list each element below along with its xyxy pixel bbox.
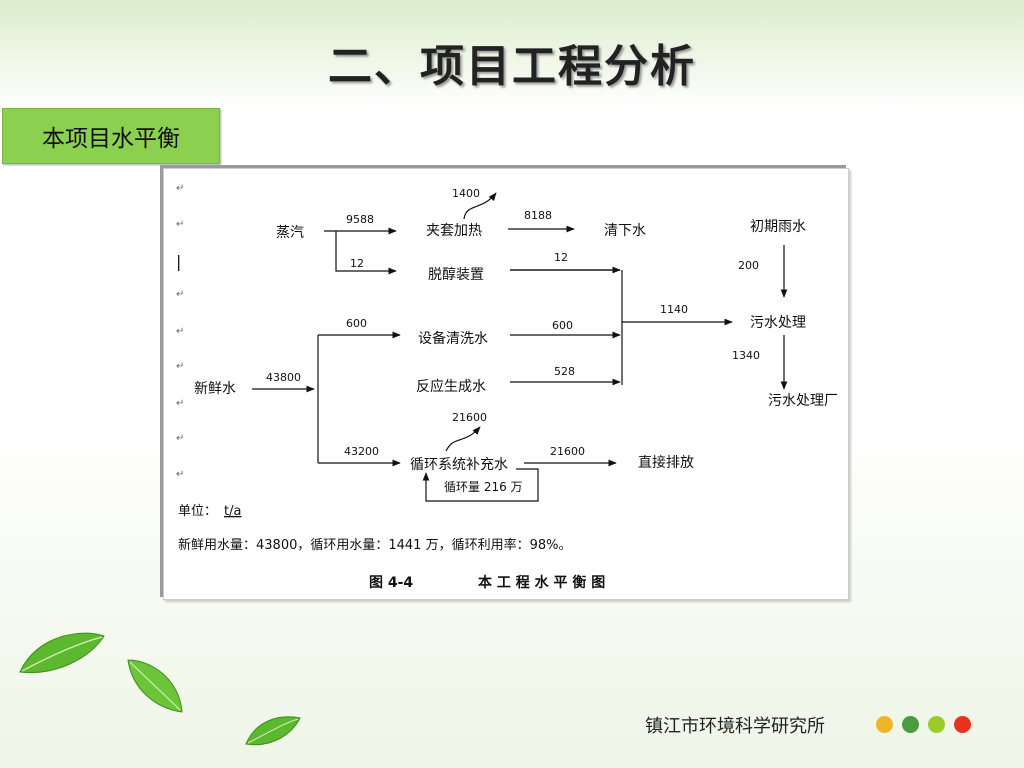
footer-organization: 镇江市环境科学研究所 — [645, 716, 825, 737]
paragraph-mark: ↵ — [176, 289, 184, 300]
paragraph-mark: ↵ — [176, 219, 184, 230]
flow-merge-to-treatment: 1140 — [660, 303, 688, 316]
flow-steam-to-dealcohol: 12 — [350, 257, 364, 270]
flow-circulation-loss: 21600 — [452, 411, 487, 424]
node-circulation-volume: 循环量 216 万 — [444, 480, 523, 494]
flow-reaction-out: 528 — [554, 365, 575, 378]
arrow-steam-to-dealcohol — [335, 231, 397, 275]
decorative-dots — [876, 716, 971, 733]
summary-text: 新鲜用水量：43800，循环用水量：1441 万，循环利用率：98%。 — [178, 537, 571, 553]
arrow-circulation-loss — [445, 426, 481, 452]
node-wwtp: 污水处理厂 — [768, 393, 838, 409]
node-fresh-water: 新鲜水 — [194, 381, 236, 397]
flow-jacket-loss: 1400 — [452, 187, 480, 200]
node-initial-rain: 初期雨水 — [750, 218, 806, 235]
dot-icon — [902, 716, 919, 733]
flow-fresh-in: 43800 — [266, 371, 301, 384]
section-label: 本项目水平衡 — [2, 108, 220, 164]
leaf-icon — [127, 659, 183, 713]
header-band — [0, 0, 1024, 110]
leaf-icon — [245, 716, 301, 746]
flow-jacket-to-clean: 8188 — [524, 209, 552, 222]
node-clean-drain: 清下水 — [604, 223, 646, 239]
unit-value: t/a — [224, 504, 241, 519]
flow-steam-to-jacket: 9588 — [346, 213, 374, 226]
unit-label: 单位： — [178, 504, 217, 519]
node-steam: 蒸汽 — [276, 225, 304, 241]
flow-rain-to-treatment: 200 — [738, 259, 759, 272]
text-cursor: | — [176, 252, 181, 271]
node-dealcohol: 脱醇装置 — [428, 266, 484, 283]
node-jacket-heating: 夹套加热 — [426, 223, 482, 239]
node-equipment-wash: 设备清洗水 — [418, 330, 488, 347]
node-wastewater-treatment: 污水处理 — [750, 315, 806, 331]
arrow-jacket-loss — [463, 192, 497, 220]
node-reaction-water: 反应生成水 — [416, 378, 486, 395]
node-direct-discharge: 直接排放 — [638, 454, 694, 471]
paragraph-mark: ↵ — [176, 469, 184, 480]
paragraph-mark: ↵ — [176, 398, 184, 409]
flow-circulation-to-discharge: 21600 — [550, 445, 585, 458]
node-circulation-makeup: 循环系统补充水 — [410, 457, 508, 473]
paragraph-mark: ↵ — [176, 326, 184, 337]
flow-treatment-to-wwtp: 1340 — [732, 349, 760, 362]
dot-icon — [876, 716, 893, 733]
flow-wash-out: 600 — [552, 319, 573, 332]
dot-icon — [954, 716, 971, 733]
dot-icon — [928, 716, 945, 733]
paragraph-mark: ↵ — [176, 433, 184, 444]
arrow-circulation-loop — [422, 468, 539, 502]
paragraph-mark: ↵ — [176, 361, 184, 372]
caption-number: 图 4-4 — [369, 575, 413, 591]
flow-fresh-to-wash: 600 — [346, 317, 367, 330]
leaf-icon — [19, 632, 105, 674]
flow-dealcohol-out: 12 — [554, 251, 568, 264]
page-title: 二、项目工程分析 — [328, 41, 696, 92]
water-balance-figure: ↵ ↵ ↵ ↵ ↵ ↵ ↵ ↵ | 蒸汽 夹套加热 脱醇装置 清下水 初期雨水 … — [163, 168, 849, 600]
flow-fresh-to-circulation: 43200 — [344, 445, 379, 458]
paragraph-mark: ↵ — [176, 183, 184, 194]
caption-title: 本 工 程 水 平 衡 图 — [478, 574, 605, 591]
water-balance-diagram: ↵ ↵ ↵ ↵ ↵ ↵ ↵ ↵ | 蒸汽 夹套加热 脱醇装置 清下水 初期雨水 … — [176, 183, 838, 591]
